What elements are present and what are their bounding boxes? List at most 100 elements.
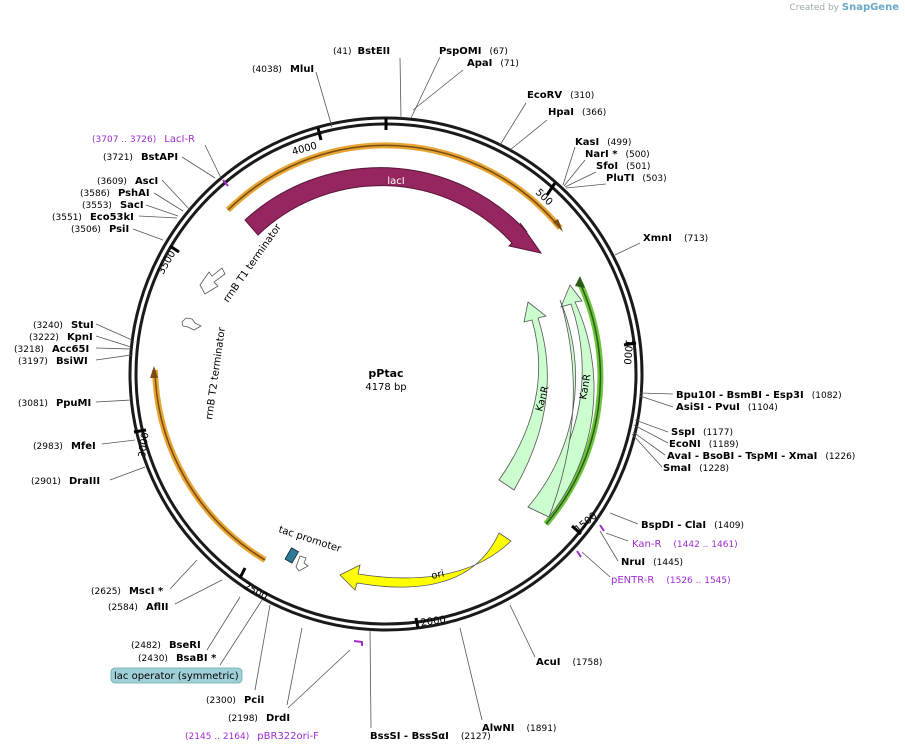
leader-ecorv bbox=[499, 102, 527, 146]
econi-name: EcoNI bbox=[669, 439, 701, 450]
credit-brand: SnapGene bbox=[841, 2, 899, 13]
kpni-name: KpnI bbox=[67, 332, 93, 343]
pbr322ori-f-pos: (2145 .. 2164) bbox=[185, 732, 249, 742]
primer-labels: (3707 .. 3726)LacI-R Kan-R(1442 .. 1461)… bbox=[92, 134, 738, 742]
asisi-name: AsiSI - PvuI bbox=[676, 402, 740, 413]
leader-bsssi bbox=[369, 629, 372, 729]
drdi-pos: (2198) bbox=[228, 714, 258, 724]
primer-kan-r: Kan-R(1442 .. 1461) bbox=[632, 539, 738, 550]
eco53ki-pos: (3551) bbox=[52, 213, 82, 223]
ori-label: ori bbox=[430, 568, 445, 581]
pluti-name: PluTI bbox=[606, 173, 634, 184]
laci-cds-arc-line bbox=[227, 144, 561, 229]
enzyme-mfei: (2983)MfeI bbox=[33, 441, 96, 452]
pshai-name: PshAI bbox=[118, 188, 150, 199]
leader-bsabi bbox=[219, 599, 263, 666]
enzyme-xmni: XmnI(713) bbox=[643, 233, 708, 244]
enzyme-hpai: HpaI(366) bbox=[548, 107, 606, 118]
enzyme-acui: AcuI(1758) bbox=[536, 657, 602, 668]
aflii-pos: (2584) bbox=[108, 603, 138, 613]
enzyme-drdi: (2198)DrdI bbox=[228, 713, 290, 724]
kanr-outer-label: KanR bbox=[578, 373, 593, 400]
pluti-pos: (503) bbox=[642, 174, 666, 184]
enzyme-mlui: (4038)MluI bbox=[252, 64, 314, 75]
nrui-pos: (1445) bbox=[653, 558, 683, 568]
enzyme-bsssi: BssSI - BssSαI(2127) bbox=[370, 731, 491, 742]
hpai-name: HpaI bbox=[548, 107, 574, 118]
enzyme-bspdi: BspDI - ClaI(1409) bbox=[641, 520, 744, 531]
msci-pos: (2625) bbox=[91, 587, 121, 597]
kanr-outer-body bbox=[527, 299, 577, 518]
enzyme-bpu10i: Bpu10I - BsmBI - Esp3I(1082) bbox=[676, 390, 842, 401]
tick-2500-mark bbox=[238, 567, 247, 579]
kan-r-primer-mark bbox=[599, 524, 605, 532]
bstapi-name: BstAPI bbox=[141, 152, 178, 163]
leader-sspi bbox=[634, 419, 669, 433]
bsteii-pos: (41) bbox=[333, 47, 351, 57]
leader-msci bbox=[169, 559, 198, 590]
saci-name: SacI bbox=[120, 200, 144, 211]
laci-r-primer-mark bbox=[222, 179, 229, 187]
rrnb-t1-terminator-arrow bbox=[199, 267, 226, 295]
primer-pbr322ori-f: (2145 .. 2164)pBR322ori-F bbox=[185, 731, 319, 742]
tac-promoter-arrow bbox=[295, 555, 309, 572]
ecorv-name: EcoRV bbox=[527, 90, 562, 101]
eco53ki-name: Eco53kI bbox=[90, 212, 134, 223]
leader-apai bbox=[412, 69, 464, 111]
leader-asisi bbox=[639, 395, 674, 408]
bsiwi-name: BsiWI bbox=[56, 356, 88, 367]
pcii-pos: (2300) bbox=[206, 696, 236, 706]
leader-eco53ki bbox=[138, 215, 178, 219]
enzyme-econi: EcoNI(1189) bbox=[669, 439, 739, 450]
bsssi-pos: (2127) bbox=[461, 732, 491, 742]
kasi-name: KasI bbox=[575, 137, 599, 148]
kan-cds-arrowhead bbox=[575, 276, 585, 288]
sfoi-pos: (501) bbox=[626, 162, 650, 172]
avai-name: AvaI - BsoBI - TspMI - XmaI bbox=[667, 451, 817, 462]
plasmid-size: 4178 bp bbox=[365, 382, 406, 393]
leader-pluti bbox=[565, 183, 607, 189]
draiii-pos: (2901) bbox=[31, 477, 61, 487]
enzyme-bstapi: (3721)BstAPI bbox=[103, 152, 178, 163]
psii-name: PsiI bbox=[109, 224, 129, 235]
leader-aflii bbox=[174, 579, 223, 605]
leader-bpu10i bbox=[639, 392, 674, 395]
acui-name: AcuI bbox=[536, 657, 561, 668]
rrnb-t2-label: rrnB T2 terminator bbox=[204, 326, 228, 421]
leader-bsiwi bbox=[95, 354, 132, 361]
tick-1000: 1000 bbox=[621, 339, 634, 365]
sfoi-name: SfoI bbox=[596, 161, 618, 172]
leader-mfei bbox=[101, 439, 136, 445]
avai-pos: (1226) bbox=[825, 452, 855, 462]
asisi-pos: (1104) bbox=[748, 403, 778, 413]
enzyme-pshai: (3586) PshAI bbox=[80, 188, 150, 199]
enzyme-apai: ApaI(71) bbox=[467, 58, 519, 69]
stui-pos: (3240) bbox=[33, 321, 63, 331]
xmni-name: XmnI bbox=[643, 233, 672, 244]
leader-ppumi bbox=[95, 399, 132, 403]
ppumi-pos: (3081) bbox=[18, 399, 48, 409]
enzyme-sfoi: SfoI (501) bbox=[596, 161, 650, 172]
bspdi-pos: (1409) bbox=[714, 521, 744, 531]
enzyme-kpni: (3222)KpnI bbox=[29, 332, 93, 343]
acc65i-name: Acc65I bbox=[52, 344, 89, 355]
leader-nari bbox=[563, 159, 586, 187]
ori-feature bbox=[339, 532, 512, 591]
enzyme-stui: (3240)StuI bbox=[33, 320, 94, 331]
enzyme-pluti: PluTI (503) bbox=[606, 173, 667, 184]
pentr-r-pos: (1526 .. 1545) bbox=[666, 576, 730, 586]
lac-operator-label: lac operator (symmetric) bbox=[114, 671, 239, 682]
tick-2000: 2000 bbox=[420, 615, 447, 629]
bpu10i-pos: (1082) bbox=[812, 391, 842, 401]
leader-mlui bbox=[315, 71, 333, 128]
pshai-pos: (3586) bbox=[80, 189, 110, 199]
enzyme-ecorv: EcoRV (310) bbox=[527, 90, 594, 101]
left-cds-arc-line bbox=[154, 369, 266, 561]
tick-500-mark bbox=[545, 182, 557, 196]
mfei-pos: (2983) bbox=[33, 442, 63, 452]
ecorv-pos: (310) bbox=[570, 91, 594, 101]
primer-laci-r: (3707 .. 3726)LacI-R bbox=[92, 134, 195, 145]
enzyme-psii: (3506)PsiI bbox=[71, 224, 129, 235]
acc65i-pos: (3218) bbox=[14, 345, 44, 355]
apai-name: ApaI bbox=[467, 58, 492, 69]
